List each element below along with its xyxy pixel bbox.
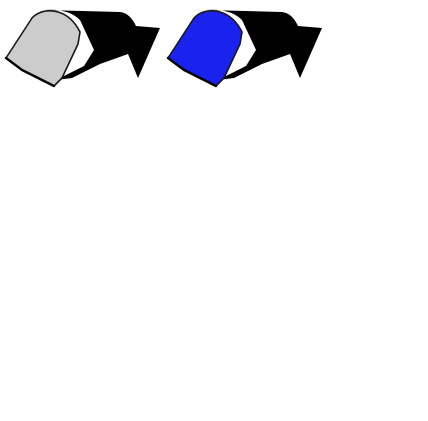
ribbon-arrow-icon [4,9,160,88]
icon-toolbar [0,0,330,100]
ribbon-arrow-button-gray[interactable] [2,6,162,90]
ribbon-arrow-button-blue[interactable] [164,6,324,90]
ribbon-arrow-icon [166,9,322,88]
blank-canvas [0,100,428,421]
